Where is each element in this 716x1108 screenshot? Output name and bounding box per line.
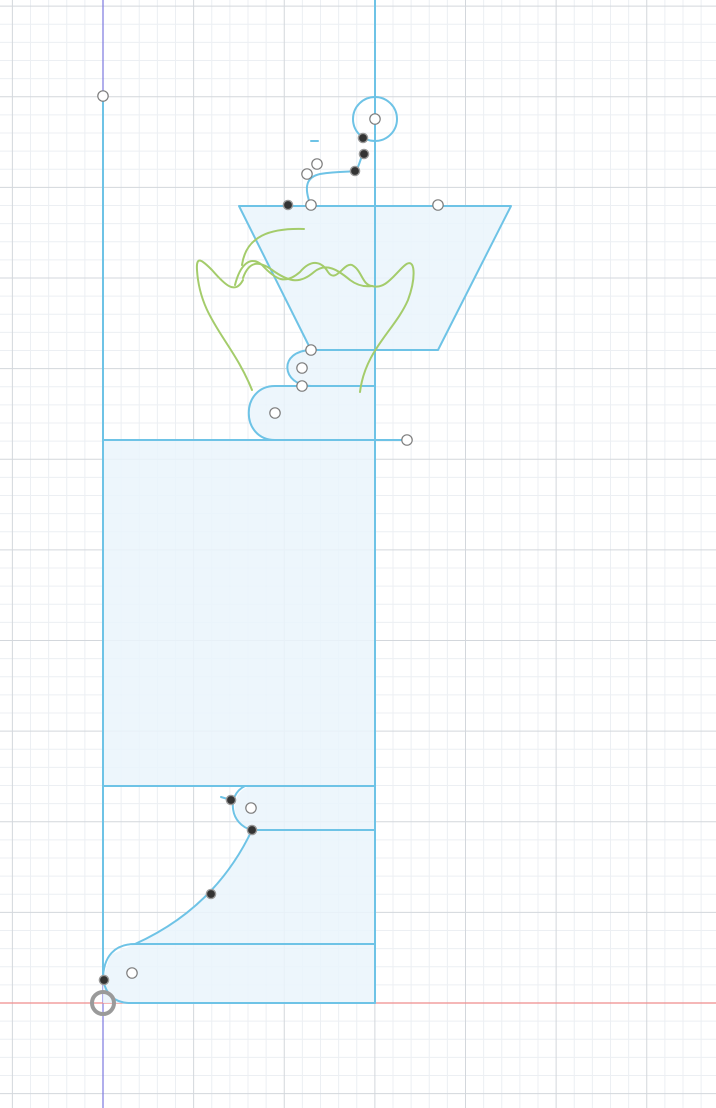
base-curve-region[interactable]: [135, 830, 375, 944]
constrained-point[interactable]: [205, 888, 217, 900]
finial-stem-curve[interactable]: [305, 151, 365, 207]
bowl-outline[interactable]: [238, 205, 512, 351]
decorative-splines[interactable]: [195, 227, 415, 393]
sketch-point[interactable]: [369, 113, 381, 125]
sketch-point[interactable]: [269, 407, 281, 419]
base-flare-curve[interactable]: [134, 829, 253, 945]
shaft-region[interactable]: [103, 440, 375, 786]
wave-lower-spline[interactable]: [242, 262, 373, 288]
profile-regions[interactable]: [103, 206, 511, 1003]
inner-leaf-spline[interactable]: [241, 227, 305, 266]
sketch-points[interactable]: [97, 90, 444, 986]
constrained-point[interactable]: [246, 824, 258, 836]
sketch-point[interactable]: [305, 344, 317, 356]
profile-outline[interactable]: [102, 0, 512, 1004]
constrained-point[interactable]: [349, 165, 361, 177]
base-foot-region[interactable]: [103, 944, 375, 1003]
sketch-point[interactable]: [305, 199, 317, 211]
sketch-point[interactable]: [311, 158, 323, 170]
right-flame-spline[interactable]: [359, 262, 415, 393]
constrained-point[interactable]: [225, 794, 237, 806]
constrained-point[interactable]: [358, 148, 370, 160]
sketch-point[interactable]: [401, 434, 413, 446]
constrained-point[interactable]: [282, 199, 294, 211]
collar-arc[interactable]: [247, 385, 376, 441]
sketch-point[interactable]: [97, 90, 109, 102]
constrained-point[interactable]: [357, 132, 369, 144]
finial-circle[interactable]: [352, 96, 398, 142]
sketch-point[interactable]: [296, 362, 308, 374]
sketch-point[interactable]: [301, 168, 313, 180]
upper-collar-region[interactable]: [248, 386, 375, 440]
neck-bead-region[interactable]: [286, 350, 375, 386]
origin-icon[interactable]: [90, 990, 116, 1016]
sketch-point[interactable]: [296, 380, 308, 392]
sketch-point[interactable]: [432, 199, 444, 211]
base-neck-region[interactable]: [234, 786, 375, 830]
sketch-point[interactable]: [126, 967, 138, 979]
constrained-point[interactable]: [98, 974, 110, 986]
left-flame-spline[interactable]: [195, 259, 253, 391]
sketch-point[interactable]: [245, 802, 257, 814]
